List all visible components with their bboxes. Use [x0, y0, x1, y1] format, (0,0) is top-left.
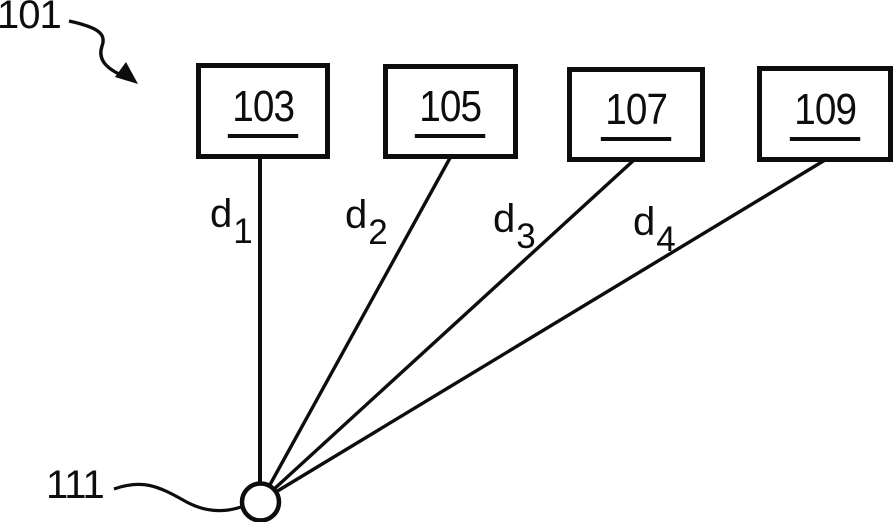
distance-label-d3: d3	[493, 197, 536, 254]
figure-reference-101-text: 101	[0, 0, 62, 37]
distance-label-d2-base: d	[345, 193, 368, 237]
node-circle	[239, 481, 282, 522]
distance-line-d3	[259, 158, 636, 503]
node-box-109: 109	[757, 66, 893, 162]
node-box-103-label: 103	[227, 84, 299, 138]
distance-label-d2: d2	[345, 193, 388, 250]
reference-leader-111	[113, 482, 242, 513]
distance-line-d4	[260, 158, 826, 503]
distance-label-d4-base: d	[633, 200, 656, 244]
node-box-105-label: 105	[415, 85, 486, 138]
reference-arrow-101-shaft	[68, 19, 122, 77]
distance-line-d2	[259, 157, 452, 502]
node-box-107-label: 107	[600, 88, 672, 141]
node-box-105: 105	[383, 64, 518, 159]
node-box-107: 107	[567, 67, 705, 162]
distance-label-d1: d1	[210, 192, 253, 249]
node-reference-111: 111	[46, 463, 105, 507]
reference-arrow-101-head-icon	[115, 62, 138, 84]
distance-label-d4-sub: 4	[656, 220, 676, 259]
distance-label-d4: d4	[633, 200, 676, 257]
distance-label-d1-sub: 1	[233, 212, 253, 251]
node-box-103: 103	[196, 63, 330, 159]
distance-label-d3-base: d	[493, 197, 516, 241]
figure-reference-101: 101	[0, 0, 62, 37]
distance-label-d2-sub: 2	[368, 213, 388, 252]
node-box-109-label: 109	[789, 87, 861, 141]
distance-label-d1-base: d	[210, 192, 233, 236]
node-reference-111-text: 111	[46, 463, 105, 507]
distance-label-d3-sub: 3	[516, 217, 536, 256]
